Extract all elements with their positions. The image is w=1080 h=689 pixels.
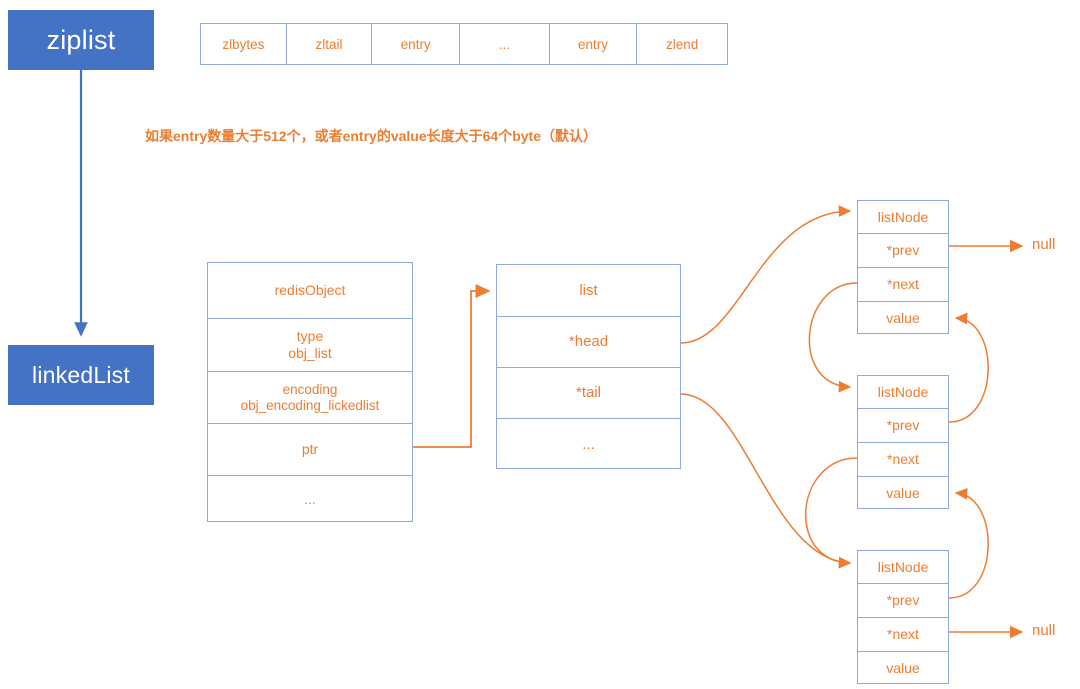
connector-head-to-node1 xyxy=(680,205,852,344)
conversion-condition-note: 如果entry数量大于512个，或者entry的value长度大于64个byte… xyxy=(145,128,597,144)
ziplist-cell-entry-first: entry xyxy=(372,24,461,64)
list-node-3-row-header: listNode xyxy=(858,551,948,584)
list-node-3-row-value: value xyxy=(886,660,920,677)
connector-node2-next-to-node3 xyxy=(805,457,858,569)
list-node-2-row-value: value xyxy=(886,485,920,502)
list-node-1-row-prev: *prev xyxy=(858,234,948,268)
list-row-ellipsis: ... xyxy=(582,435,595,453)
connector-node2-prev-to-node1-value xyxy=(948,312,989,423)
list-node-3-row-prev: *prev xyxy=(858,584,948,618)
redis-object-struct: redisObject type obj_list encoding obj_e… xyxy=(207,262,413,522)
encoding-box-ziplist[interactable]: ziplist xyxy=(8,10,154,70)
list-node-1-row-value: value xyxy=(886,310,920,327)
list-row-header: list xyxy=(497,265,680,317)
ziplist-cell-entry-last: entry xyxy=(550,24,638,64)
list-node-1: listNode *prev *next value xyxy=(857,200,949,334)
ziplist-cell-zltail: zltail xyxy=(287,24,373,64)
encoding-box-ziplist-label: ziplist xyxy=(46,24,116,55)
redis-object-row-ptr: ptr xyxy=(208,424,412,476)
ziplist-cell-zlend: zlend xyxy=(666,36,699,52)
connector-node3-prev-to-node2-value xyxy=(948,487,989,599)
list-node-2-row-header: listNode xyxy=(858,376,948,409)
connector-tail-to-node3 xyxy=(680,393,852,569)
null-label-top: null xyxy=(1032,236,1056,253)
list-row-head: *head xyxy=(497,317,680,368)
connector-node1-next-to-node2 xyxy=(808,282,858,393)
ziplist-cell-ellipsis: ... xyxy=(460,24,550,64)
ziplist-cell-zlbytes: zlbytes xyxy=(201,24,287,64)
encoding-box-linkedlist-label: linkedList xyxy=(32,361,130,388)
redis-object-row-encoding: encoding obj_encoding_lickedlist xyxy=(208,372,412,424)
list-node-3-row-next: *next xyxy=(858,618,948,652)
ziplist-layout-strip: zlbytes zltail entry ... entry zlend xyxy=(200,23,728,65)
list-node-2: listNode *prev *next value xyxy=(857,375,949,509)
list-node-1-row-header: listNode xyxy=(858,201,948,234)
redis-object-row-ellipsis: ... xyxy=(304,491,316,508)
list-node-2-row-next: *next xyxy=(858,443,948,477)
redis-object-row-type: type obj_list xyxy=(208,319,412,372)
null-label-bottom: null xyxy=(1032,622,1056,639)
list-node-1-row-next: *next xyxy=(858,268,948,302)
redis-object-row-header: redisObject xyxy=(208,263,412,319)
list-struct: list *head *tail ... xyxy=(496,264,681,469)
list-node-3: listNode *prev *next value xyxy=(857,550,949,684)
list-row-tail: *tail xyxy=(497,368,680,419)
list-node-2-row-prev: *prev xyxy=(858,409,948,443)
encoding-box-linkedlist[interactable]: linkedList xyxy=(8,345,154,405)
